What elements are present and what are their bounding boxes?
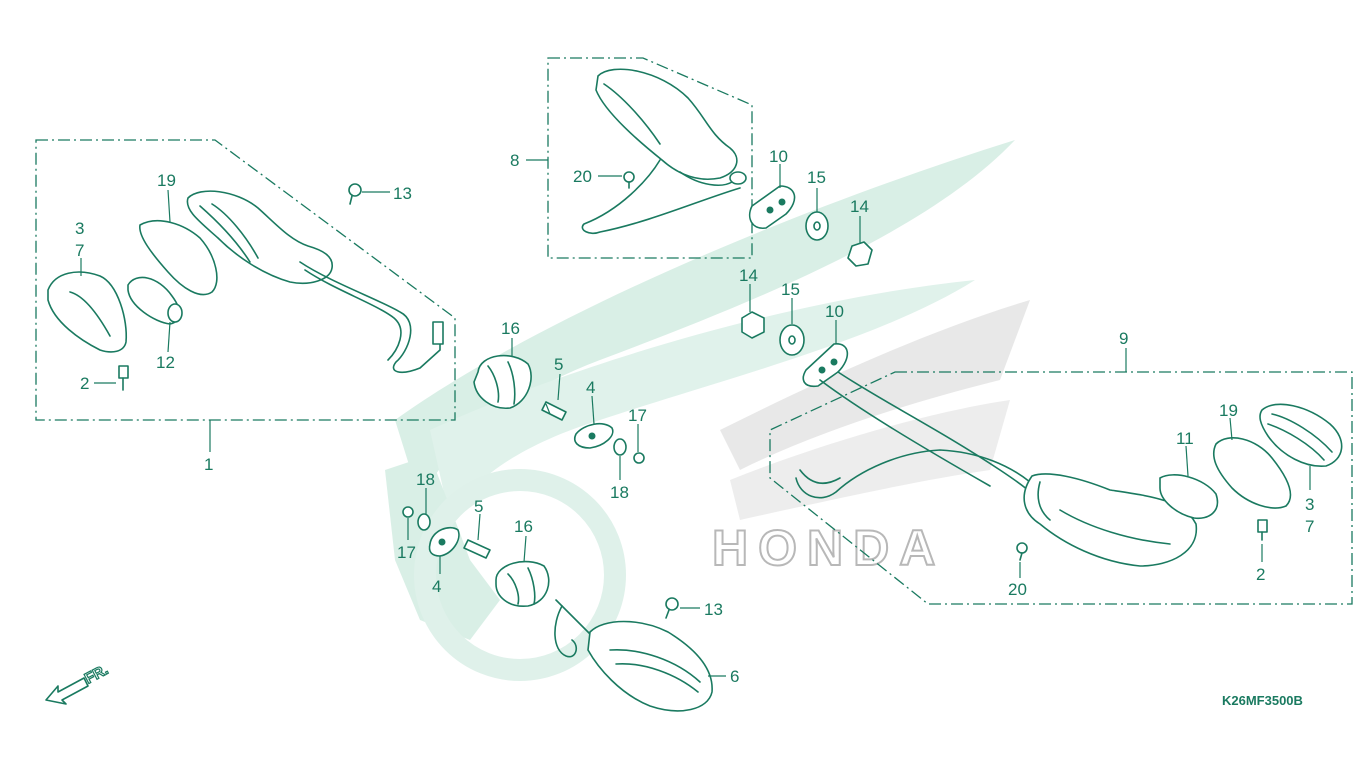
callout-19-left: 19 xyxy=(157,171,176,190)
callout-7-left: 7 xyxy=(75,241,84,260)
callout-5-upper: 5 xyxy=(554,355,563,374)
nut-14-upper xyxy=(847,241,873,267)
plate-4-lower xyxy=(428,526,460,557)
callout-10-upper: 10 xyxy=(769,147,788,166)
callout-2-left: 2 xyxy=(80,374,89,393)
honda-wing-watermark xyxy=(385,140,1030,681)
callout-4-upper: 4 xyxy=(586,378,595,397)
nut-17-lower xyxy=(402,506,414,518)
callout-20-upper: 20 xyxy=(573,167,592,186)
callout-3-left: 3 xyxy=(75,219,84,238)
callout-2-right: 2 xyxy=(1256,565,1265,584)
grommet-16-upper xyxy=(473,354,532,409)
callout-16-lower: 16 xyxy=(514,517,533,536)
diagram-code: K26MF3500B xyxy=(1222,693,1303,708)
bolt-5-upper xyxy=(541,401,567,421)
group-1-boundary xyxy=(35,139,456,421)
callout-13-lower: 13 xyxy=(704,600,723,619)
front-arrow-icon xyxy=(45,677,89,705)
washer-18-upper xyxy=(613,438,627,456)
right-winker-assembly xyxy=(795,371,1343,567)
callout-20-lower: 20 xyxy=(1008,580,1027,599)
callout-labels: 1 2 3 7 19 12 13 8 20 10 15 14 14 15 10 … xyxy=(75,147,1314,686)
winker-lens xyxy=(1259,403,1343,467)
washer-15-upper xyxy=(805,211,829,241)
lens-gasket xyxy=(139,220,218,296)
callout-19-right: 19 xyxy=(1219,401,1238,420)
honda-brand-watermark: HONDA xyxy=(712,520,945,576)
callout-6: 6 xyxy=(730,667,739,686)
winker-housing xyxy=(186,190,333,284)
grommet-16-lower xyxy=(495,560,550,607)
callout-15-upper: 15 xyxy=(807,168,826,187)
callout-1: 1 xyxy=(204,455,213,474)
screw-20-upper xyxy=(623,171,635,189)
nut-14-lower xyxy=(741,311,765,339)
callout-11: 11 xyxy=(1176,429,1194,448)
screw-13-lower xyxy=(665,597,679,619)
lens-gasket xyxy=(1212,437,1292,509)
winker-housing xyxy=(1023,473,1198,567)
bracket-10-upper xyxy=(748,185,796,229)
winker-lens xyxy=(47,271,128,353)
callout-8: 8 xyxy=(510,151,519,170)
group-9-boundary xyxy=(769,371,1353,605)
callout-5-lower: 5 xyxy=(474,497,483,516)
washer-15-lower xyxy=(779,324,805,356)
screw-13-upper xyxy=(348,183,362,205)
winker-housing xyxy=(595,68,738,180)
washer-18-lower xyxy=(417,513,431,531)
callout-9: 9 xyxy=(1119,329,1128,348)
callout-18-upper: 18 xyxy=(610,483,629,502)
callout-13-upper: 13 xyxy=(393,184,412,203)
nut-17-upper xyxy=(633,452,645,464)
front-direction-marker: FR. xyxy=(45,661,112,705)
callout-17-lower: 17 xyxy=(397,543,416,562)
callout-18-lower: 18 xyxy=(416,470,435,489)
callout-7-right: 7 xyxy=(1305,517,1314,536)
callout-16-upper: 16 xyxy=(501,319,520,338)
callout-17-upper: 17 xyxy=(628,406,647,425)
winker-housing xyxy=(587,620,713,712)
screw-2-right xyxy=(1257,519,1268,541)
callout-4-lower: 4 xyxy=(432,577,441,596)
bolt-5-lower xyxy=(463,539,491,559)
callout-12: 12 xyxy=(156,353,175,372)
callout-14-lower: 14 xyxy=(739,266,758,285)
group-8-boundary xyxy=(547,57,753,259)
front-winker-assembly xyxy=(554,599,713,712)
upper-winker-assembly xyxy=(581,68,747,235)
callout-3-right: 3 xyxy=(1305,495,1314,514)
left-winker-assembly xyxy=(47,190,444,374)
winker-bulb xyxy=(1159,474,1219,520)
screw-20-lower xyxy=(1016,542,1028,561)
callout-10-lower: 10 xyxy=(825,302,844,321)
callout-14-upper: 14 xyxy=(850,197,869,216)
plate-4-upper xyxy=(574,422,614,449)
leader-lines xyxy=(80,159,1311,677)
callout-15-lower: 15 xyxy=(781,280,800,299)
screw-2-left xyxy=(118,365,129,391)
